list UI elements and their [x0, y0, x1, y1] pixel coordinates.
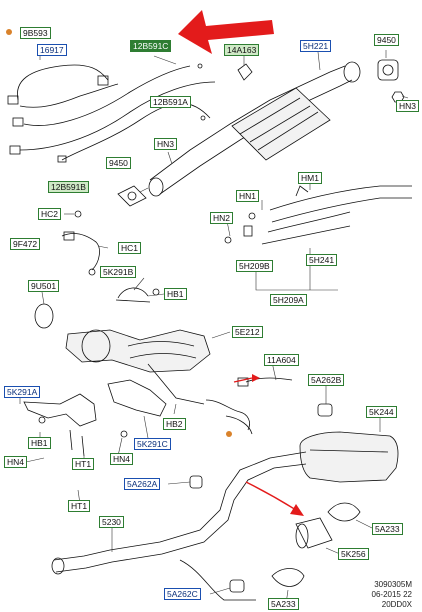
callout-12B591A[interactable]: 12B591A — [150, 96, 191, 108]
callout-5K291C[interactable]: 5K291C — [134, 438, 171, 450]
callout-5A233-bottom[interactable]: 5A233 — [268, 598, 299, 610]
clamp-5A233-top — [327, 502, 361, 522]
callout-12B591C[interactable]: 12B591C — [130, 40, 172, 52]
callout-HM1[interactable]: HM1 — [298, 172, 322, 184]
callout-14A163[interactable]: 14A163 — [224, 44, 260, 56]
callout-HC1[interactable]: HC1 — [118, 242, 142, 254]
callout-5230[interactable]: 5230 — [99, 516, 124, 528]
red-pointer-arrow-icon — [178, 10, 274, 54]
hanger-5A262A — [189, 475, 203, 489]
red-detail-arrow-icon — [245, 481, 304, 516]
callout-HT1-low[interactable]: HT1 — [68, 500, 91, 512]
catalyst-5E212 — [65, 329, 211, 405]
callout-9U501[interactable]: 9U501 — [28, 280, 60, 292]
bracket-5K291C — [107, 379, 167, 417]
clip-14A163 — [237, 63, 253, 81]
callout-HN1[interactable]: HN1 — [236, 190, 260, 202]
callout-HB1-top[interactable]: HB1 — [164, 288, 187, 300]
callout-5H221[interactable]: 5H221 — [300, 40, 332, 52]
callout-5K291A[interactable]: 5K291A — [4, 386, 41, 398]
callout-5H241[interactable]: 5H241 — [306, 254, 338, 266]
callout-HB2[interactable]: HB2 — [163, 418, 186, 430]
red-detail-arrow-icon — [233, 374, 260, 383]
tailpipe-5K256 — [295, 517, 333, 549]
callout-5A262C[interactable]: 5A262C — [164, 588, 201, 600]
pipe-5230 — [51, 451, 307, 601]
callout-HC2[interactable]: HC2 — [38, 208, 62, 220]
callout-9F472[interactable]: 9F472 — [10, 238, 41, 250]
callout-11A604[interactable]: 11A604 — [264, 354, 299, 366]
hanger-5A262B — [317, 403, 333, 417]
callout-9450-top[interactable]: 9450 — [374, 34, 399, 46]
callout-HN3-top[interactable]: HN3 — [396, 100, 420, 112]
footer-model-code: 20DD0X — [381, 600, 412, 609]
callout-9450-mid[interactable]: 9450 — [106, 157, 131, 169]
callout-HN4-left[interactable]: HN4 — [4, 456, 28, 468]
callout-5E212[interactable]: 5E212 — [232, 326, 263, 338]
callout-HN4-mid[interactable]: HN4 — [110, 453, 134, 465]
gasket-9450-mid — [117, 185, 147, 207]
sensor-wire-16917 — [7, 63, 216, 163]
sensor-9F472 — [61, 210, 100, 276]
callout-HT1-mid[interactable]: HT1 — [72, 458, 95, 470]
muffler-5K244 — [299, 431, 399, 483]
callout-5K244[interactable]: 5K244 — [366, 406, 397, 418]
clamp-5A233-bottom — [271, 568, 305, 587]
callout-HB1-left[interactable]: HB1 — [28, 437, 51, 449]
footer-date: 06-2015 22 — [371, 590, 412, 599]
callout-5A262B[interactable]: 5A262B — [308, 374, 345, 386]
orange-marker-dot-icon — [226, 431, 232, 437]
callout-5A262A[interactable]: 5A262A — [124, 478, 161, 490]
callout-12B591B[interactable]: 12B591B — [48, 181, 89, 193]
dpf-unit-5H221 — [148, 61, 361, 197]
callout-5K256[interactable]: 5K256 — [338, 548, 369, 560]
callout-5A233-top[interactable]: 5A233 — [372, 523, 403, 535]
callout-16917[interactable]: 16917 — [37, 44, 67, 56]
clamp-9U501 — [34, 303, 54, 329]
callout-HN3-mid[interactable]: HN3 — [154, 138, 178, 150]
bracket-5K291B — [115, 287, 151, 303]
callout-5K291B[interactable]: 5K291B — [100, 266, 137, 278]
orange-marker-dot-icon — [6, 29, 12, 35]
gasket-9450-top — [377, 59, 399, 81]
callout-5H209A[interactable]: 5H209A — [270, 294, 307, 306]
callout-5H209B[interactable]: 5H209B — [236, 260, 273, 272]
callout-9B593[interactable]: 9B593 — [20, 27, 51, 39]
pipe-5H241 — [224, 185, 412, 245]
footer-ref-code: 3090305M — [374, 580, 412, 589]
sensor-11A604 — [205, 377, 293, 435]
hanger-5A262C — [229, 579, 245, 593]
callout-HN2[interactable]: HN2 — [210, 212, 234, 224]
bracket-5K291A — [23, 393, 97, 457]
